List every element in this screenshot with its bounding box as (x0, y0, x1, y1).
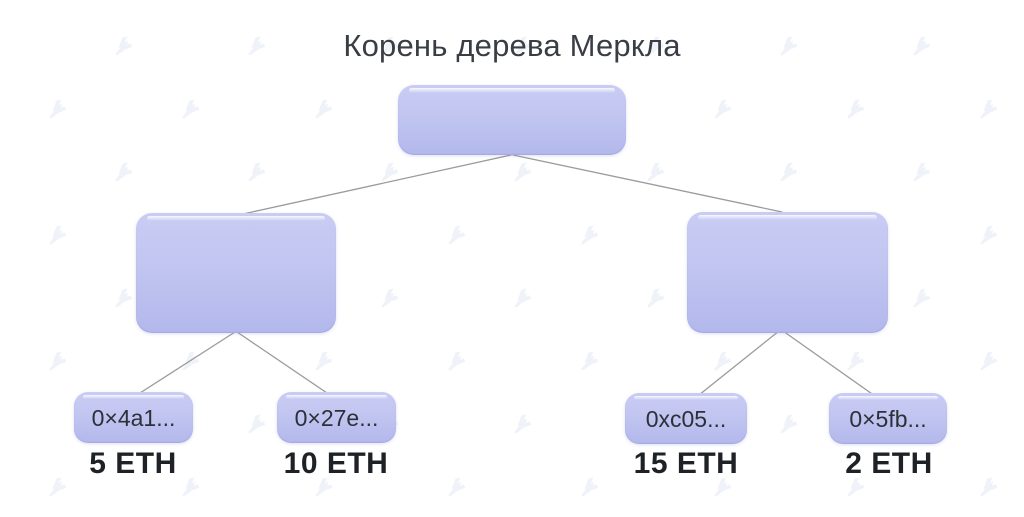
diagram-title: Корень дерева Меркла (343, 28, 681, 63)
edge-right-leaf4 (782, 330, 876, 397)
branch-node-right (687, 212, 888, 333)
branch-node-left (136, 213, 336, 333)
edge-left-leaf2 (236, 331, 328, 394)
leaf-amount: 15 ETH (633, 447, 739, 480)
leaf-node-1: 0×4a1... (74, 392, 193, 443)
leaf-amount: 2 ETH (845, 447, 933, 480)
leaf-amount: 10 ETH (283, 447, 389, 480)
leaf-node-4: 0×5fb... (829, 393, 947, 444)
edge-root-left (242, 154, 512, 215)
leaf-hash: 0×27e... (294, 405, 379, 431)
merkle-root-node (398, 85, 626, 155)
leaf-hash: 0×4a1... (91, 405, 176, 431)
leaf-amount: 5 ETH (89, 447, 177, 480)
edge-root-right (512, 154, 783, 213)
leaf-node-3: 0xc05... (625, 393, 747, 444)
edge-right-leaf3 (698, 330, 780, 396)
leaf-hash: 0xc05... (645, 406, 727, 432)
leaf-node-2: 0×27e... (277, 392, 396, 443)
edge-left-leaf1 (139, 331, 236, 394)
leaf-hash: 0×5fb... (849, 406, 927, 432)
